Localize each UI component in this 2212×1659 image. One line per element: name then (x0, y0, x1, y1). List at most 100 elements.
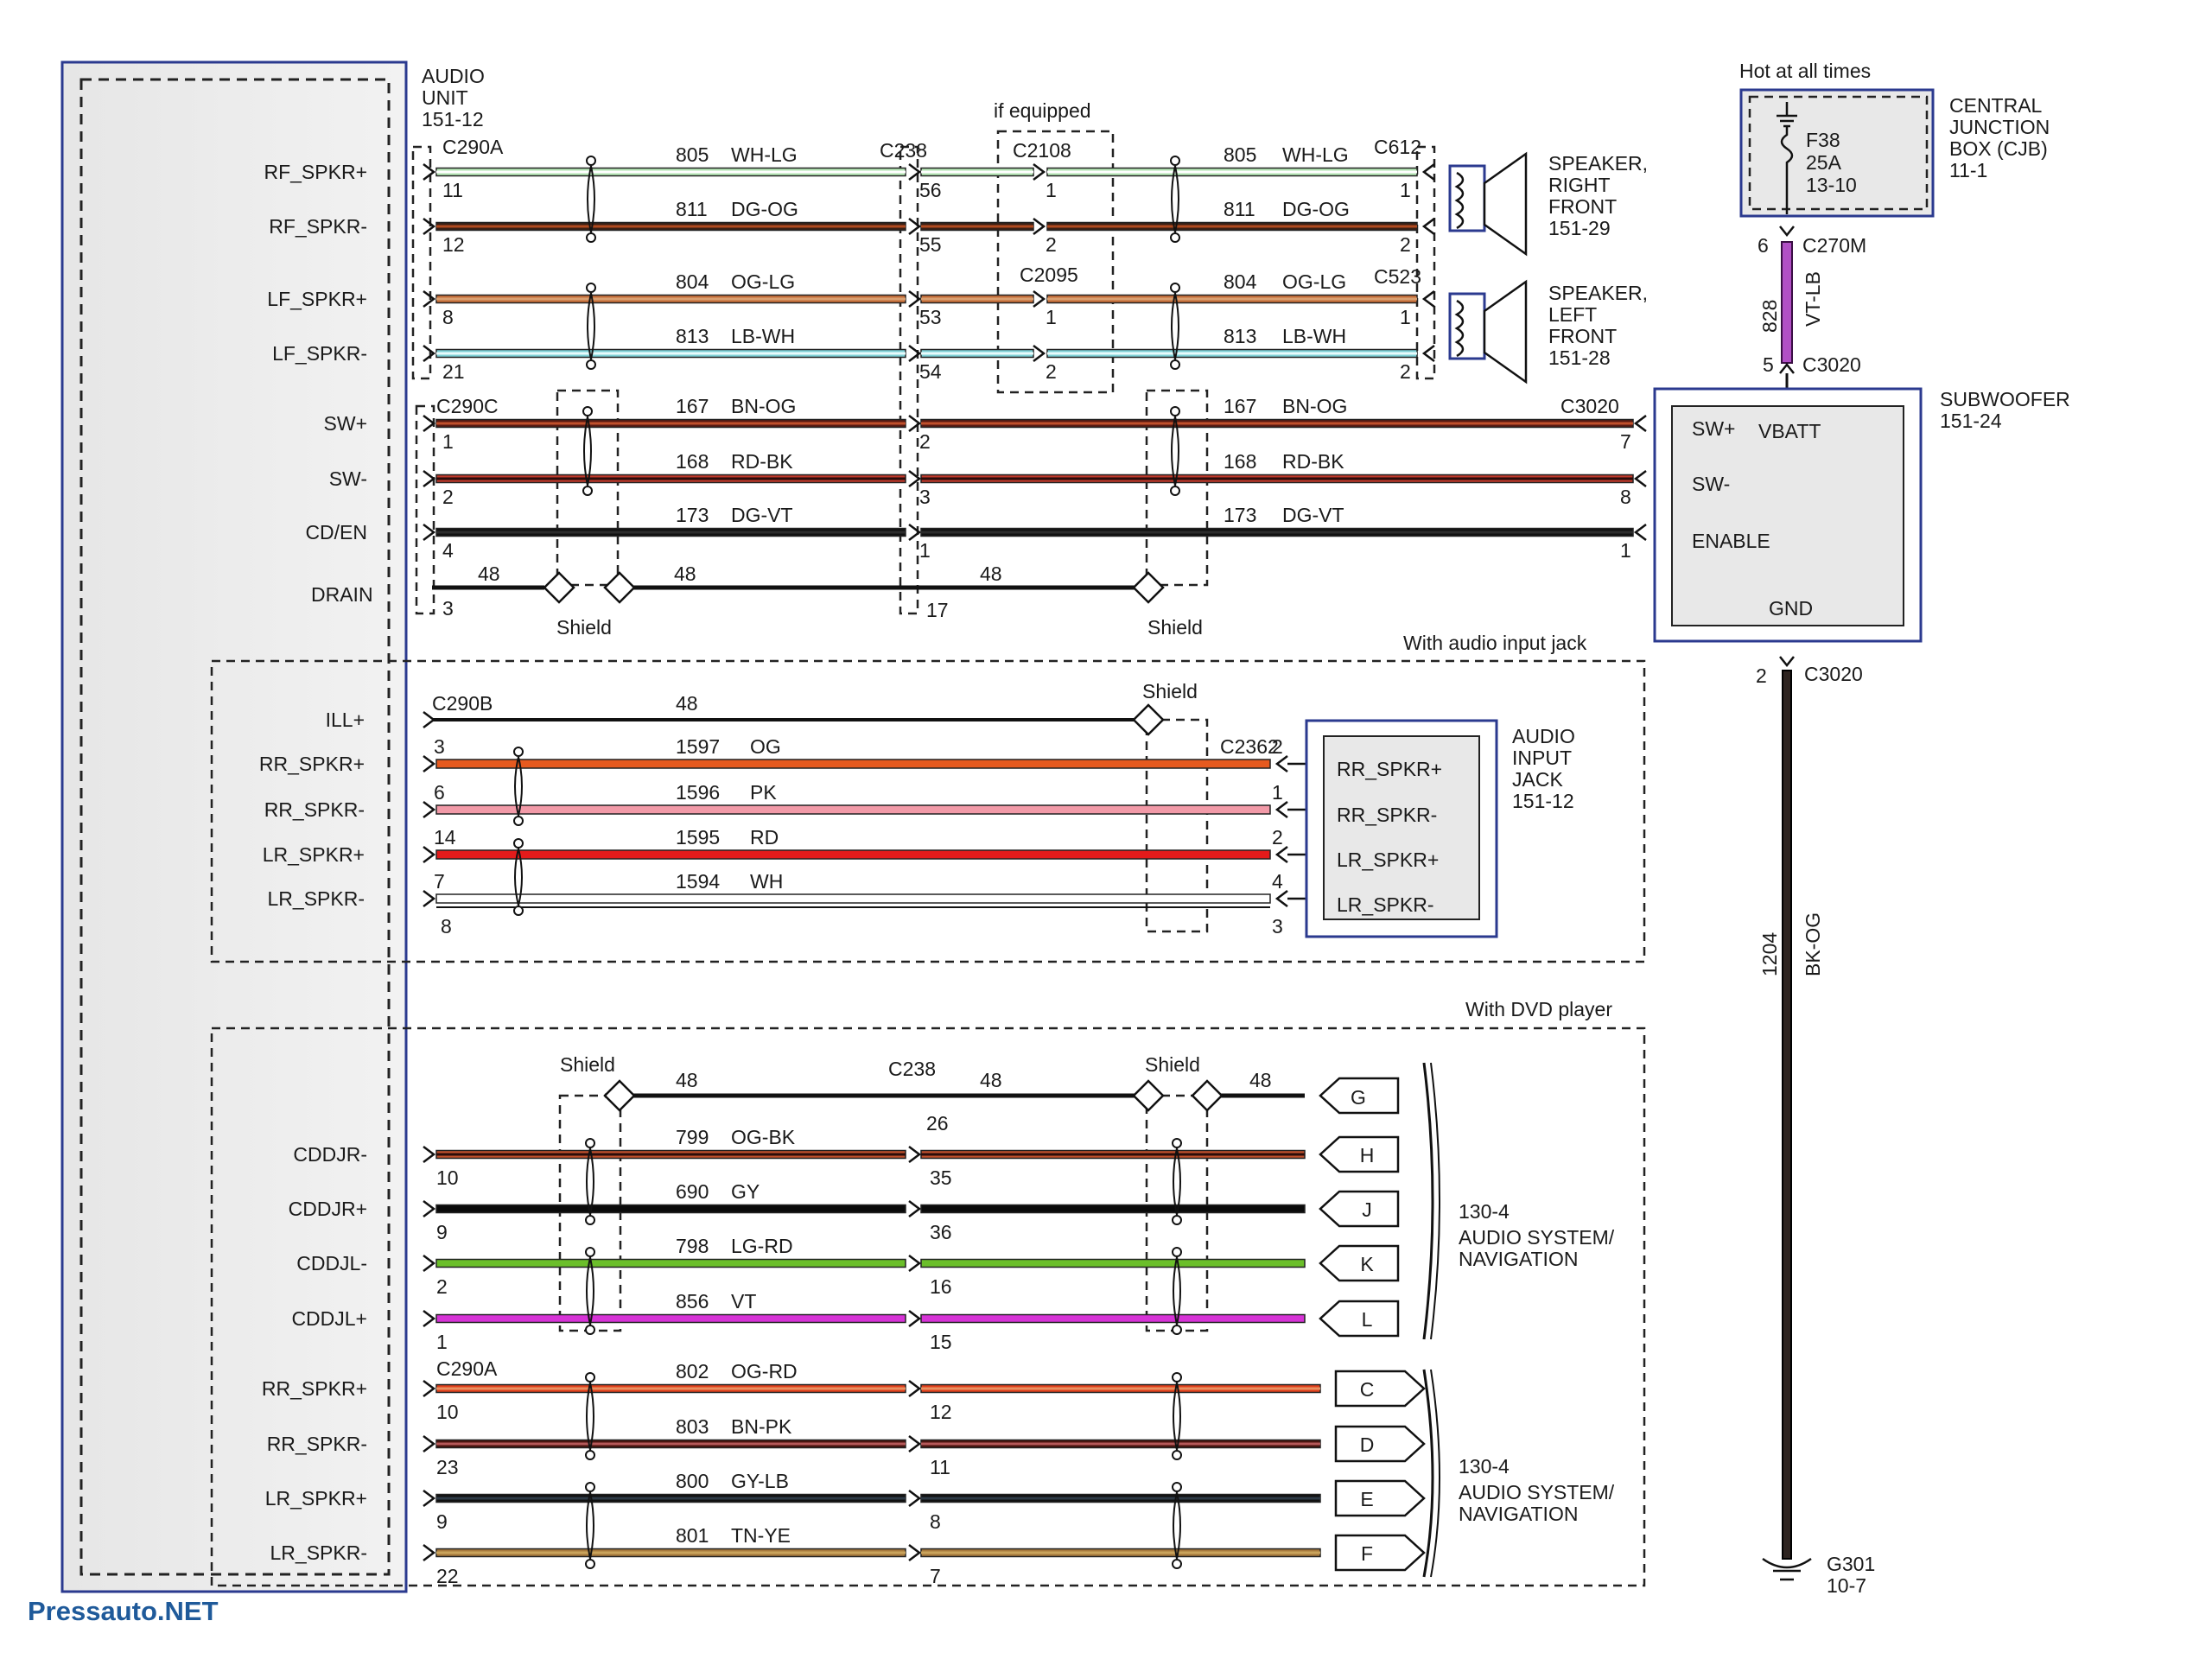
svg-text:GND: GND (1769, 597, 1813, 620)
wire-color: OG (750, 735, 781, 758)
wire-label: ILL+ (326, 709, 365, 731)
svg-text:F38: F38 (1806, 129, 1840, 151)
svg-text:48: 48 (676, 1069, 698, 1091)
shield-label-1: Shield (556, 616, 612, 639)
svg-text:25A: 25A (1806, 151, 1842, 174)
wire-color: LG-RD (731, 1235, 793, 1257)
wire-circuit: 805 (1224, 143, 1256, 166)
wire-color: RD-BK (731, 450, 793, 473)
svg-text:SUBWOOFER: SUBWOOFER (1940, 388, 2070, 410)
pin-right: 1 (1620, 539, 1631, 562)
ground-wire: 2 C3020 1204 BK-OG G301 10-7 (1756, 656, 1875, 1597)
svg-text:AUDIO: AUDIO (422, 65, 485, 87)
svg-text:C3020: C3020 (1802, 353, 1861, 376)
wire-circuit: 1595 (676, 826, 720, 849)
wire-circuit: 1596 (676, 781, 720, 804)
terminal-h: H (1319, 1135, 1400, 1173)
svg-text:17: 17 (926, 599, 949, 621)
shield-label-2: Shield (1147, 616, 1203, 639)
pin-c238: 56 (919, 179, 942, 201)
wire-circuit: 798 (676, 1235, 709, 1257)
connector-c612: C612 (1374, 136, 1421, 158)
terminal-f: F (1334, 1534, 1426, 1572)
wire-color: RD-BK (1282, 450, 1344, 473)
connector-c290b: C290B (432, 692, 493, 715)
svg-text:VBATT: VBATT (1758, 420, 1821, 442)
svg-text:G: G (1351, 1086, 1366, 1109)
pin-c238: 53 (919, 306, 942, 328)
wire-circuit: 804 (676, 270, 709, 293)
svg-text:48: 48 (980, 563, 1002, 585)
pin-mid: 1 (1046, 179, 1057, 201)
terminal-e: E (1334, 1479, 1426, 1517)
svg-text:5: 5 (1763, 353, 1774, 376)
pin-left: 10 (436, 1166, 459, 1189)
hot-at-all-times-note: Hot at all times (1739, 60, 1871, 82)
pin-c238: 16 (930, 1275, 952, 1298)
fuse-icon (1780, 126, 1794, 214)
wire-label: RR_SPKR+ (262, 1377, 367, 1400)
svg-text:NAVIGATION: NAVIGATION (1459, 1248, 1578, 1270)
svg-text:FRONT: FRONT (1548, 325, 1617, 347)
svg-text:151-12: 151-12 (422, 108, 484, 130)
svg-text:1204: 1204 (1758, 932, 1781, 976)
pin-right: 2 (1400, 360, 1411, 383)
shield-label-5: Shield (1145, 1053, 1200, 1076)
pin-left: 14 (434, 826, 456, 849)
connector-c290a: C290A (442, 136, 504, 158)
wire-circuit: 168 (1224, 450, 1256, 473)
svg-text:48: 48 (676, 692, 698, 715)
wire-label: CDDJL- (296, 1252, 367, 1274)
wire-color: BN-OG (1282, 395, 1347, 417)
dvd-option-box (210, 1027, 1646, 1587)
wire-circuit: 1594 (676, 870, 720, 893)
connector-c523: C523 (1374, 265, 1421, 288)
audio-unit-box (60, 60, 408, 1593)
if-equipped-note: if equipped (994, 99, 1091, 122)
pin-c238: 35 (930, 1166, 952, 1189)
wire-color: DG-OG (1282, 198, 1350, 220)
c290a-connector-outline (411, 145, 432, 380)
wire-label: CD/EN (305, 521, 367, 543)
wire-circuit: 811 (1224, 198, 1255, 220)
wire-color: BN-OG (731, 395, 796, 417)
power-wire: 6 C270M 5 C3020 828 VT-LB (1758, 226, 1866, 389)
subwoofer: SW+ VBATT SW- ENABLE GND SUBWOOFER 151-2… (1653, 387, 2070, 643)
pin-left: 4 (442, 539, 454, 562)
pin-mid: 2 (1046, 233, 1057, 256)
pin-right: 4 (1272, 870, 1283, 893)
svg-text:SPEAKER,: SPEAKER, (1548, 282, 1648, 304)
svg-text:SW+: SW+ (1692, 417, 1735, 440)
terminal-letter: F (1361, 1542, 1373, 1565)
wire-label: RF_SPKR- (269, 215, 367, 238)
wire-label: LF_SPKR- (272, 342, 367, 365)
wire-color: LB-WH (1282, 325, 1346, 347)
audio-jack-note: With audio input jack (1403, 632, 1587, 654)
pin-left: 2 (436, 1275, 448, 1298)
terminal-letter: C (1360, 1378, 1375, 1401)
ground-title: G301 10-7 (1827, 1553, 1875, 1597)
pin-mid: 2 (1046, 360, 1057, 383)
audio-input-jack-title: AUDIO INPUT JACK 151-12 (1512, 725, 1575, 812)
pin-right: 2 (1400, 233, 1411, 256)
svg-text:JUNCTION: JUNCTION (1949, 116, 2050, 138)
svg-text:LR_SPKR-: LR_SPKR- (1337, 893, 1433, 916)
wire-circuit: 813 (1224, 325, 1256, 347)
wire-circuit: 803 (676, 1415, 709, 1438)
svg-text:151-29: 151-29 (1548, 217, 1611, 239)
wire-circuit: 690 (676, 1180, 709, 1203)
connector-c238: C238 (880, 139, 927, 162)
wire-48: ILL+ (326, 709, 436, 731)
audio-unit-title: AUDIO UNIT 151-12 (422, 65, 485, 130)
svg-text:UNIT: UNIT (422, 86, 468, 109)
terminal-letter: H (1360, 1144, 1375, 1166)
svg-text:CENTRAL: CENTRAL (1949, 94, 2043, 117)
